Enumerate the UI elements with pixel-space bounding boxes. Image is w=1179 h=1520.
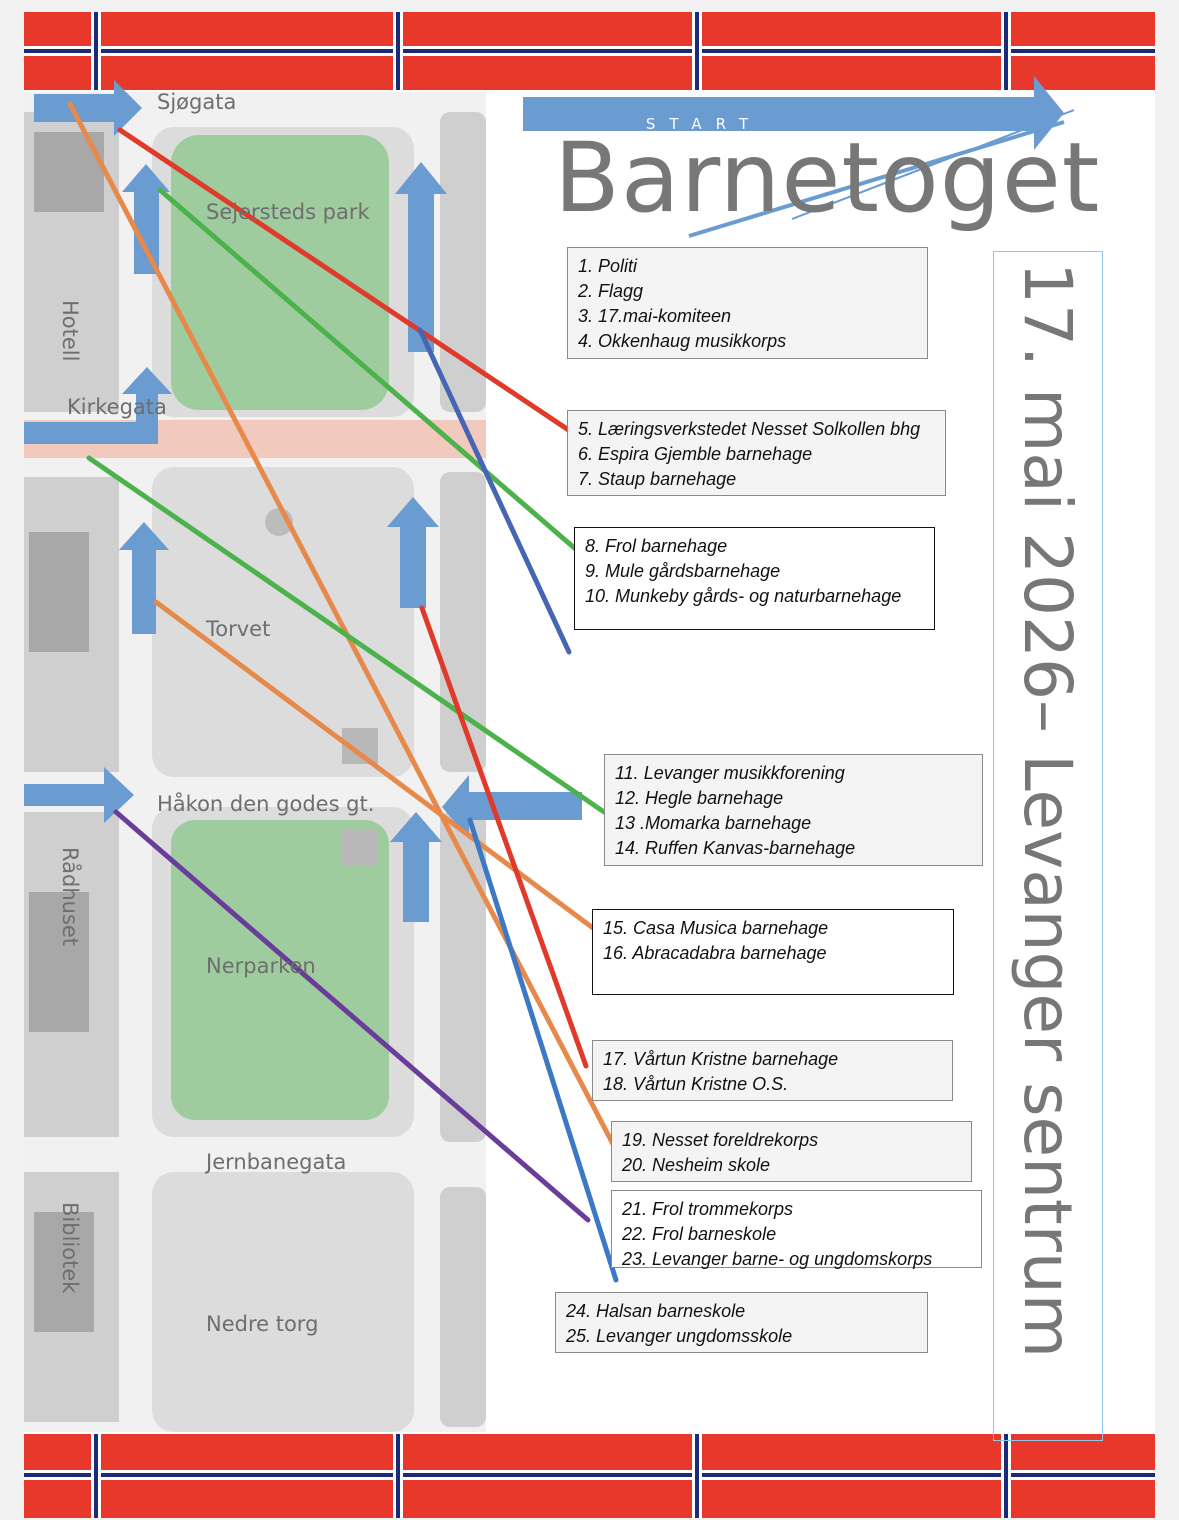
connector-group-6: [419, 605, 589, 1069]
street-jernbanegata: Jernbanegata: [206, 1150, 347, 1174]
street-hakon-den-godes: Håkon den godes gt.: [157, 792, 375, 816]
group-item: 17. Vårtun Kristne barnehage: [603, 1049, 839, 1069]
group-box: 1. Politi 2. Flagg 3. 17.mai-komiteen 4. Ok…: [567, 247, 928, 359]
park-nerparken: [171, 820, 389, 1120]
group-box: 15. Casa Musica barnehage 16. Abracadabra…: [592, 909, 954, 995]
group-item: 20. Nesheim skole: [622, 1155, 771, 1175]
start-stroke-line: [688, 120, 1065, 238]
flag-cross-blue: [94, 12, 98, 90]
group-box: 17. Vårtun Kristne barnehage 18. Vårtun K…: [592, 1040, 953, 1101]
park-sejersteds: [171, 135, 389, 410]
group-item: 4. Okkenhaug musikkorps: [578, 331, 787, 351]
arrow-sjogata: [34, 80, 142, 136]
connector-group-3: [157, 187, 582, 555]
group-item: 12. Hegle barnehage: [615, 788, 784, 808]
street-sejersteds-park: Sejersteds park: [206, 200, 370, 224]
group-item: 3. 17.mai-komiteen: [578, 306, 732, 326]
group-item: 5. Læringsverkstedet Nesset Solkollen bh…: [578, 419, 921, 439]
connector-group-7: [67, 101, 617, 1149]
group-item: 22. Frol barneskole: [622, 1224, 777, 1244]
arrow-up-nerparken: [390, 812, 442, 922]
group-item: 18. Vårtun Kristne O.S.: [603, 1074, 789, 1094]
flag-cross-blue: [396, 1434, 400, 1518]
arrow-hakon-left: [24, 767, 134, 823]
group-item: 10. Munkeby gårds- og naturbarnehage: [585, 586, 902, 606]
group-box: 21. Frol trommekorps 22. Frol barneskole 2…: [611, 1190, 982, 1269]
group-item: 23. Levanger barne- og ungdomskorps: [622, 1249, 933, 1269]
group-item: 1. Politi: [578, 256, 638, 276]
group-item: 8. Frol barnehage: [585, 536, 728, 556]
arrow-kirkegata: [24, 367, 172, 444]
connector-group-8: [113, 809, 591, 1223]
arrow-start: [523, 76, 1064, 150]
group-box: 11. Levanger musikkforening 12. Hegle bar…: [604, 754, 983, 866]
date-text: 17. mai 2026– Levanger sentrum: [1009, 262, 1086, 1359]
start-label: START: [645, 115, 763, 133]
street-nerparken: Nerparken: [206, 954, 316, 978]
group-box: 5. Læringsverkstedet Nesset Solkollen bh…: [567, 410, 946, 496]
flag-band-top: [24, 12, 1155, 90]
connector-group-1: [417, 327, 572, 655]
group-item: 25. Levanger ungdomsskole: [566, 1326, 793, 1346]
group-item: 7. Staup barnehage: [578, 469, 737, 489]
connector-lines: [67, 101, 619, 1283]
group-item: 21. Frol trommekorps: [622, 1199, 794, 1219]
group-item: 15. Casa Musica barnehage: [603, 918, 829, 938]
flag-band-bottom: [24, 1434, 1155, 1518]
street-kirkegata: Kirkegata: [67, 395, 167, 419]
connector-group-5: [153, 599, 604, 937]
group-item: 19. Nesset foreldrekorps: [622, 1130, 819, 1150]
start-stroke-line: [791, 109, 1075, 220]
group-item: 14. Ruffen Kanvas-barnehage: [615, 838, 856, 858]
connector-group-9: [467, 817, 619, 1283]
flag-cross-blue: [396, 12, 400, 90]
group-item: 11. Levanger musikkforening: [615, 763, 845, 783]
group-item: 2. Flagg: [578, 281, 644, 301]
arrow-up-torvet-left: [119, 522, 169, 634]
group-item: 13 .Momarka barnehage: [615, 813, 812, 833]
arrow-hakon-right: [442, 775, 582, 839]
flag-cross-blue: [94, 1434, 98, 1518]
date-frame: [993, 251, 1103, 1441]
street-nedre-torg: Nedre torg: [206, 1312, 319, 1336]
street-radhuset: Rådhuset: [58, 847, 82, 947]
flag-cross-blue: [1004, 1434, 1008, 1518]
flag-cross-blue: [1004, 12, 1008, 90]
poster: Sjøgata Sejersteds park Hotell Kirkegata…: [24, 12, 1155, 1518]
group-item: 6. Espira Gjemble barnehage: [578, 444, 813, 464]
street-torvet: Torvet: [206, 617, 271, 641]
flag-cross-blue: [695, 12, 699, 90]
connector-group-2: [117, 127, 579, 438]
street-hotell: Hotell: [58, 300, 82, 362]
group-box: 8. Frol barnehage 9. Mule gårdsbarnehage 1…: [574, 527, 935, 630]
street-bibliotek: Bibliotek: [58, 1202, 82, 1294]
group-item: 16. Abracadabra barnehage: [603, 943, 827, 963]
flag-cross-blue: [695, 1434, 699, 1518]
arrow-up-park-right: [395, 162, 447, 352]
group-item: 24. Halsan barneskole: [566, 1301, 746, 1321]
connector-group-4: [86, 455, 607, 815]
group-box: 19. Nesset foreldrekorps 20. Nesheim skol…: [611, 1121, 972, 1182]
arrow-up-torvet-right: [387, 497, 439, 608]
street-sjogata: Sjøgata: [157, 90, 237, 114]
route-map: [24, 12, 1155, 1518]
group-item: 9. Mule gårdsbarnehage: [585, 561, 781, 581]
page-title: Barnetoget: [554, 122, 1101, 234]
group-box: 24. Halsan barneskole 25. Levanger ungdom…: [555, 1292, 928, 1353]
route-arrows: [24, 76, 1075, 922]
